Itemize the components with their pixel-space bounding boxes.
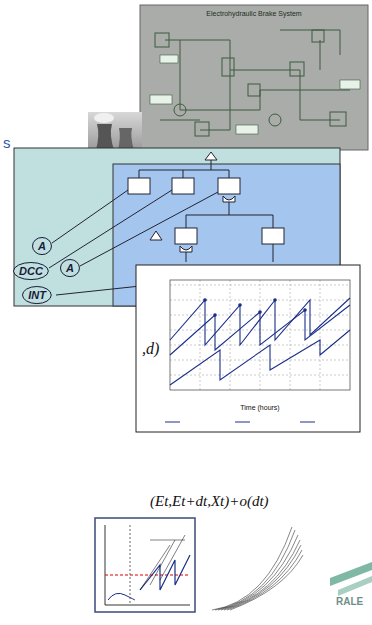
trajectory-figure <box>95 518 195 612</box>
logo-text: RALE <box>336 596 363 607</box>
unavailability-chart <box>136 265 360 432</box>
basic-event-circle: A <box>32 237 52 255</box>
event-label: INT <box>22 289 52 301</box>
schematic-screenshot <box>140 5 368 150</box>
formula-text: (Et,Et+dt,Xt)+o(dt) <box>150 493 269 510</box>
schematic-title: Electrohydraulic Brake System <box>206 10 301 18</box>
event-label: DCC <box>13 265 49 277</box>
formula-fragment: ,d) <box>142 340 159 358</box>
cooling-tower-photo <box>88 112 142 150</box>
basic-event-circle: INT <box>22 286 52 304</box>
basic-event-circle: DCC <box>13 262 49 280</box>
slide-text-fragment: s <box>3 135 11 152</box>
event-label: A <box>60 262 80 274</box>
fault-tree-gates <box>128 152 284 252</box>
axis-title: Time (hours) <box>240 404 279 412</box>
basic-event-circle: A <box>60 259 80 277</box>
curve-bundle-plot <box>196 520 304 612</box>
event-label: A <box>32 240 52 252</box>
logo-mark <box>330 562 372 596</box>
